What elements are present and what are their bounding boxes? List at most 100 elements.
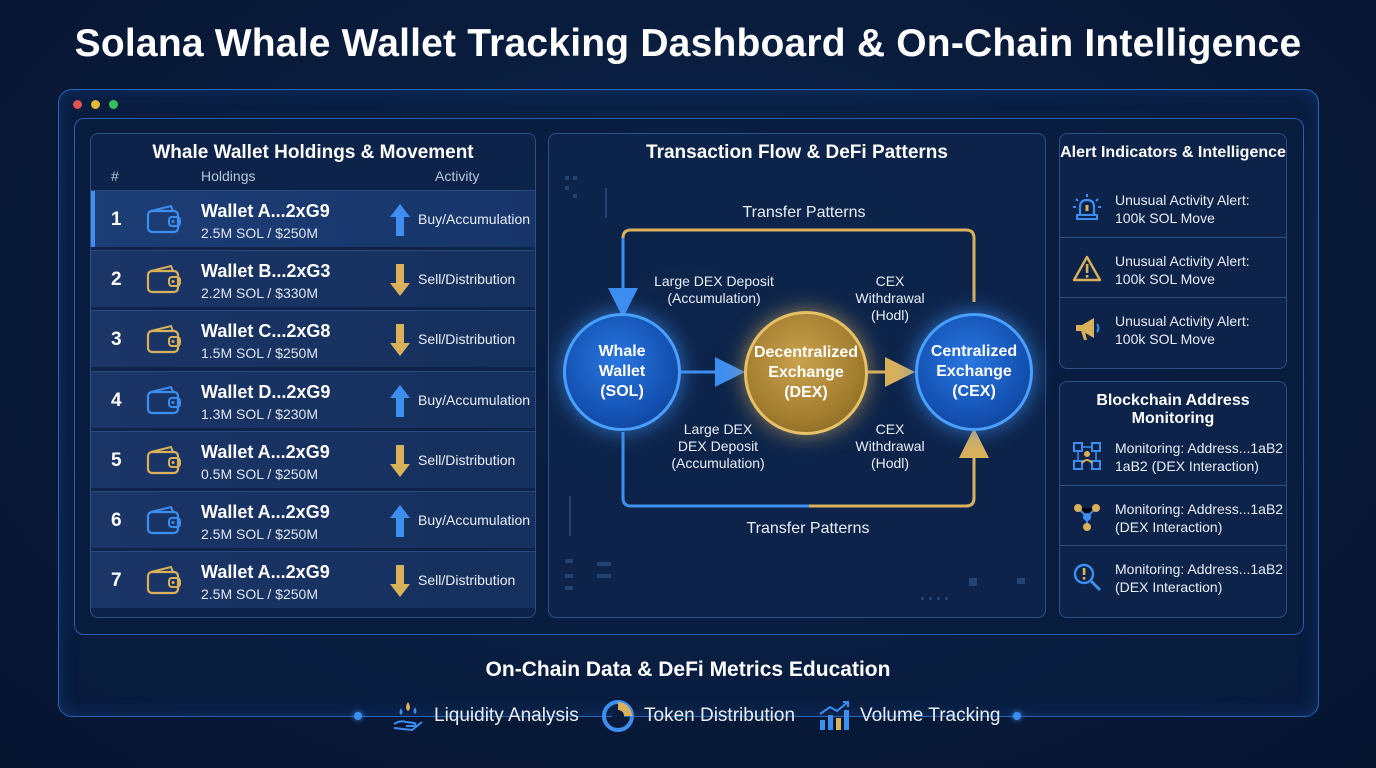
network-icon <box>1072 441 1102 471</box>
bottom-transfer-label: Transfer Patterns <box>746 520 870 537</box>
liquidity-icon <box>393 702 423 732</box>
wallet-name: Wallet C...2xG8 <box>201 321 331 342</box>
wallet-row[interactable]: 6 Wallet A...2xG9 2.5M SOL / $250M Buy/A… <box>91 491 535 548</box>
wallet-holdings-panel: Whale Wallet Holdings & Movement # Holdi… <box>90 133 536 618</box>
wallet-rank: 1 <box>111 209 122 230</box>
wallet-row[interactable]: 7 Wallet A...2xG9 2.5M SOL / $250M Sell/… <box>91 551 535 609</box>
wallet-icon <box>145 323 183 355</box>
wallet-name: Wallet D...2xG9 <box>201 381 331 402</box>
monitoring-item[interactable]: Monitoring: Address...1aB2 (DEX Interact… <box>1060 485 1286 545</box>
alerts-panel-title: Alert Indicators & Intelligence <box>1060 144 1286 161</box>
monitoring-item[interactable]: Monitoring: Address...1aB2 (DEX Interact… <box>1060 545 1286 605</box>
wallet-activity: Sell/Distribution <box>418 451 516 468</box>
wallet-icon <box>145 564 183 596</box>
transaction-flow-panel: Transaction Flow & DeFi Patterns <box>548 133 1046 618</box>
education-dot-right <box>1013 712 1021 720</box>
wallet-row[interactable]: 4 Wallet D...2xG9 1.3M SOL / $230M Buy/A… <box>91 370 535 428</box>
wallet-activity: Sell/Distribution <box>418 572 516 589</box>
wallet-panel-title: Whale Wallet Holdings & Movement <box>152 142 474 163</box>
edu-liquidity-analysis[interactable]: Liquidity Analysis <box>390 698 579 734</box>
top-transfer-label: Transfer Patterns <box>742 204 866 221</box>
wallet-name: Wallet A...2xG9 <box>201 502 330 522</box>
header-holdings: Holdings <box>201 168 256 184</box>
wallet-icon <box>145 444 183 476</box>
nodes-icon <box>1072 502 1102 532</box>
close-dot[interactable] <box>73 100 82 109</box>
search-alert-icon <box>1072 562 1102 592</box>
dashboard-window: Whale Wallet Holdings & Movement # Holdi… <box>58 89 1319 717</box>
monitoring-panel: Blockchain Address Monitoring Monitoring… <box>1059 381 1287 618</box>
monitoring-item-text: Monitoring: Address...1aB2 (DEX Interact… <box>1115 561 1284 595</box>
wallet-amount: 2.2M SOL / $330M <box>201 285 318 302</box>
monitoring-item-text: Monitoring: Address...1aB2 (DEX Interact… <box>1115 501 1284 535</box>
edu-volume-tracking[interactable]: Volume Tracking <box>816 698 1000 734</box>
monitoring-item-text: Monitoring: Address...1aB2 1aB2 (DEX Int… <box>1115 440 1284 474</box>
education-dot-left <box>354 712 362 720</box>
header-activity: Activity <box>435 168 480 184</box>
wallet-rank: 4 <box>111 389 122 411</box>
page-title: Solana Whale Wallet Tracking Dashboard &… <box>74 22 1302 65</box>
alert-item[interactable]: Unusual Activity Alert: 100k SOL Move <box>1060 297 1286 357</box>
top-transfer-loop <box>621 228 976 312</box>
wallet-name: Wallet A...2xG9 <box>201 562 330 583</box>
wallet-row[interactable]: 3 Wallet C...2xG8 1.5M SOL / $250M Sell/… <box>91 310 535 368</box>
wallet-name: Wallet A...2xG9 <box>201 201 330 221</box>
wallet-activity: Sell/Distribution <box>418 271 516 288</box>
edu-token-distribution[interactable]: Token Distribution <box>600 698 795 734</box>
wallet-activity: Sell/Distribution <box>418 331 516 348</box>
monitoring-item[interactable]: Monitoring: Address...1aB2 1aB2 (DEX Int… <box>1060 425 1286 485</box>
wallet-name: Wallet B...2xG3 <box>201 261 331 282</box>
wallet-rank: 5 <box>111 449 122 471</box>
arrow-up-icon <box>389 504 411 538</box>
alerts-item-text: Unusual Activity Alert: 100k SOL Move <box>1115 192 1250 226</box>
wallet-amount: 2.5M SOL / $250M <box>201 526 318 542</box>
wallet-activity: Buy/Accumulation <box>418 512 531 528</box>
wallet-icon <box>145 263 183 295</box>
pie-chart-icon <box>602 700 634 732</box>
wallet-amount: 2.5M SOL / $250M <box>201 225 318 241</box>
siren-icon <box>1072 193 1102 223</box>
wallet-rank: 2 <box>111 269 122 291</box>
header-rank: # <box>111 168 119 184</box>
arrow-up-icon <box>389 384 411 418</box>
education-divider-right <box>1021 716 1303 717</box>
top-left-flow-label: Large DEX Deposit(Accumulation) <box>654 273 774 306</box>
arrow-down-icon <box>389 564 411 598</box>
wallet-amount: 0.5M SOL / $250M <box>201 465 318 482</box>
wallet-rank: 6 <box>111 510 122 531</box>
alerts-item-text: Unusual Activity Alert: 100k SOL Move <box>1115 253 1250 287</box>
maximize-dot[interactable] <box>109 100 118 109</box>
bar-chart-icon <box>819 701 849 730</box>
arrow-down-icon <box>389 444 411 478</box>
warning-icon <box>1072 254 1102 284</box>
alert-item[interactable]: Unusual Activity Alert: 100k SOL Move <box>1060 177 1286 237</box>
wallet-rank: 3 <box>111 329 122 351</box>
wallet-activity: Buy/Accumulation <box>418 391 531 408</box>
wallet-activity: Buy/Accumulation <box>418 211 531 227</box>
education-title: On-Chain Data & DeFi Metrics Education <box>485 658 891 681</box>
flow-diagram <box>565 176 1025 600</box>
volume-tracking-label: Volume Tracking <box>860 705 1001 726</box>
token-distribution-label: Token Distribution <box>644 705 796 726</box>
wallet-row[interactable]: 1 Wallet A...2xG9 2.5M SOL / $250M Buy/A… <box>91 190 535 247</box>
arrow-down-icon <box>389 323 411 357</box>
dashboard-content: Whale Wallet Holdings & Movement # Holdi… <box>74 118 1304 635</box>
liquidity-label: Liquidity Analysis <box>434 705 579 726</box>
wallet-amount: 2.5M SOL / $250M <box>201 586 318 603</box>
flow-panel-title: Transaction Flow & DeFi Patterns <box>646 142 948 163</box>
minimize-dot[interactable] <box>91 100 100 109</box>
wallet-row[interactable]: 5 Wallet A...2xG9 0.5M SOL / $250M Sell/… <box>91 430 535 488</box>
education-divider-left <box>75 716 357 717</box>
wallet-row[interactable]: 2 Wallet B...2xG3 2.2M SOL / $330M Sell/… <box>91 250 535 308</box>
alert-item[interactable]: Unusual Activity Alert: 100k SOL Move <box>1060 237 1286 297</box>
megaphone-icon <box>1072 314 1102 344</box>
arrow-down-icon <box>389 263 411 297</box>
decor-grid <box>565 176 1025 600</box>
wallet-icon <box>145 203 183 235</box>
